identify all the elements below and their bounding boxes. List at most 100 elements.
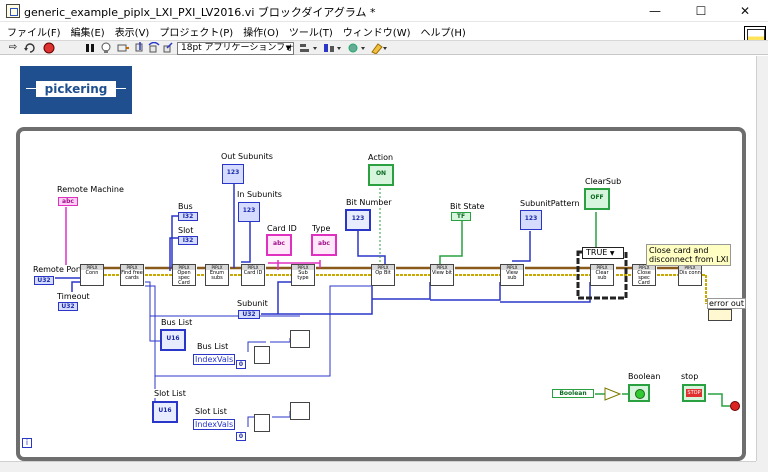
reorder-icon[interactable] xyxy=(346,42,368,54)
build-array-1[interactable] xyxy=(290,330,310,348)
terminal-bus-list[interactable]: U16 xyxy=(160,329,186,351)
vi-header: PIPLX xyxy=(633,265,655,270)
logo-text: pickering xyxy=(36,81,116,97)
vi-header: PIPLX xyxy=(121,265,143,270)
maximize-button[interactable]: ☐ xyxy=(695,4,707,18)
terminal-slot-list[interactable]: U16 xyxy=(152,401,178,423)
highlight-execution-icon[interactable] xyxy=(100,42,112,54)
terminal-error-out[interactable] xyxy=(708,309,732,321)
local-variable-boolean[interactable]: Boolean xyxy=(552,389,594,398)
vi-op-bit-label: Op Bit xyxy=(375,270,391,276)
cleanup-diagram-icon[interactable] xyxy=(370,42,390,54)
green-wire-stop xyxy=(708,393,730,407)
terminal-subunit-pattern[interactable]: 123 xyxy=(520,210,542,230)
distribute-objects-icon[interactable] xyxy=(322,42,344,54)
vi-open-spec-card-label: Open spec Card xyxy=(177,270,191,286)
run-continuously-icon[interactable] xyxy=(24,42,38,54)
constant-zero-1[interactable]: 0 xyxy=(236,360,246,369)
vi-header: PIPLX xyxy=(591,265,613,270)
menu-help[interactable]: ヘルプ(H) xyxy=(420,28,466,39)
menu-operate[interactable]: 操作(O) xyxy=(243,28,279,39)
label-type: Type xyxy=(311,224,332,233)
close-button[interactable]: ✕ xyxy=(739,4,751,18)
vi-conn-label: Conn xyxy=(85,270,99,276)
terminal-clear-sub[interactable]: OFF xyxy=(584,188,610,210)
green-wire-bitstate xyxy=(439,220,463,268)
step-into-icon[interactable] xyxy=(134,42,146,54)
label-bit-state: Bit State xyxy=(449,202,486,211)
vi-view-sub-label: View sub xyxy=(506,270,518,281)
terminal-remote-port[interactable]: U32 xyxy=(34,276,54,285)
vertical-scrollbar[interactable] xyxy=(756,56,768,461)
terminal-subunit[interactable]: U32 xyxy=(238,310,260,319)
vi-header: PIPLX xyxy=(242,265,264,270)
terminal-type[interactable]: abc xyxy=(311,234,337,256)
run-arrow-icon[interactable]: ⇨ xyxy=(8,42,18,53)
vi-enum-subs-label: Enum subs xyxy=(209,270,225,281)
terminal-action[interactable]: ON xyxy=(368,164,394,186)
horizontal-scrollbar[interactable] xyxy=(0,461,756,472)
build-array-2[interactable] xyxy=(290,402,310,420)
blue-wire-subunit xyxy=(261,281,591,315)
resize-grip-icon[interactable] xyxy=(756,461,768,472)
abort-icon[interactable] xyxy=(42,42,56,54)
vi-header: PIPLX xyxy=(431,265,453,270)
menu-project[interactable]: プロジェクト(P) xyxy=(159,28,234,39)
index-array-2[interactable] xyxy=(254,414,270,432)
menu-tools[interactable]: ツール(T) xyxy=(288,28,333,39)
menu-edit[interactable]: 編集(E) xyxy=(70,28,105,39)
terminal-slot[interactable]: I32 xyxy=(178,236,198,245)
vi-view-bit-label: View bit xyxy=(432,270,452,276)
iteration-terminal-icon: i xyxy=(22,438,32,448)
label-subunit-pattern: SubunitPattern xyxy=(519,199,581,208)
label-action: Action xyxy=(367,153,395,162)
boolean-led-indicator[interactable] xyxy=(628,384,650,402)
align-objects-icon[interactable] xyxy=(298,42,320,54)
terminal-out-subunits[interactable]: 123 xyxy=(222,164,244,184)
label-index-vals-1: IndexVals xyxy=(193,354,236,365)
vi-close-spec-card-label: Close spec Card xyxy=(637,270,651,286)
step-over-icon[interactable] xyxy=(148,42,160,54)
label-slot-list: Slot List xyxy=(153,389,187,398)
menu-file[interactable]: ファイル(F) xyxy=(7,28,61,39)
label-bus: Bus xyxy=(177,202,194,211)
terminal-bit-state[interactable]: TF xyxy=(451,212,471,221)
menu-window[interactable]: ウィンドウ(W) xyxy=(342,28,411,39)
pause-icon[interactable] xyxy=(84,42,96,54)
comment-line-1: Close card and xyxy=(649,246,709,255)
step-out-icon[interactable] xyxy=(162,42,174,54)
terminal-bit-number[interactable]: 123 xyxy=(345,209,371,231)
label-error-out: error out xyxy=(707,298,747,309)
blue-wire-index xyxy=(247,338,291,427)
minimize-button[interactable]: — xyxy=(649,4,661,18)
menu-view[interactable]: 表示(V) xyxy=(114,28,150,39)
terminal-card-id[interactable]: abc xyxy=(266,234,292,256)
loop-condition-terminal[interactable] xyxy=(730,401,740,411)
stop-button-terminal[interactable] xyxy=(682,384,706,402)
block-diagram: pickering Out Subunits 123 Action ON xyxy=(0,56,760,461)
terminal-timeout[interactable]: U32 xyxy=(58,302,78,311)
terminal-in-subunits[interactable]: 123 xyxy=(238,202,260,222)
font-select[interactable]: 18pt アプリケーションフォント▼ xyxy=(177,42,294,55)
index-array-1[interactable] xyxy=(254,346,270,364)
constant-zero-2[interactable]: 0 xyxy=(236,432,246,441)
terminal-bus[interactable]: I32 xyxy=(178,212,198,221)
terminal-remote-machine[interactable]: abc xyxy=(58,197,78,206)
label-stop: stop xyxy=(680,372,700,381)
vi-clear-sub-label: Clear sub xyxy=(595,270,609,281)
retain-wire-values-icon[interactable] xyxy=(116,42,130,54)
case-selector[interactable]: TRUE ▼ xyxy=(582,247,624,259)
